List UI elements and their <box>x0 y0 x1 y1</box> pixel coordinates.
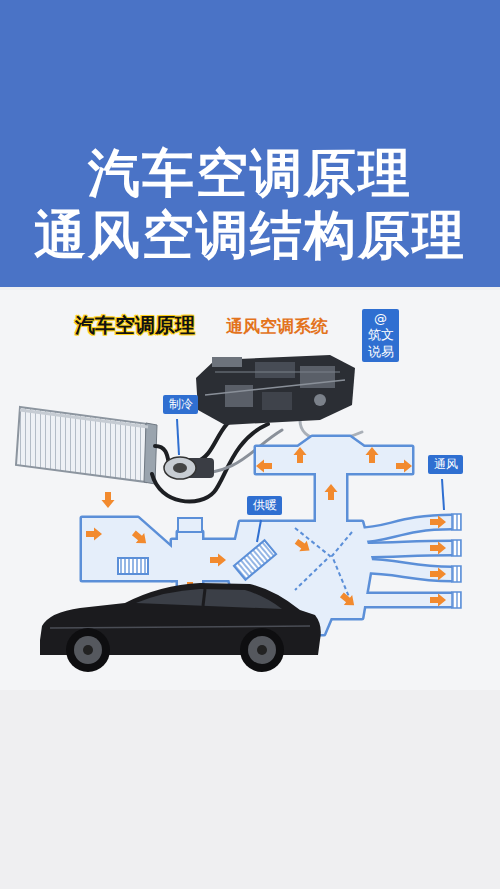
car <box>203 589 205 606</box>
condenser <box>16 407 148 482</box>
leader-line <box>177 419 179 455</box>
callout-tag: 制冷 <box>163 395 198 414</box>
air-flow-arrows <box>325 484 338 500</box>
watermark-badge: @筑文 说易 <box>362 309 399 362</box>
car <box>40 583 321 672</box>
node-text: 制冷 <box>169 397 193 412</box>
duct-details <box>118 514 461 608</box>
diagram-subheading: 通风空调系统 <box>226 315 328 338</box>
air-flow-arrows <box>430 594 446 607</box>
duct-details <box>118 558 148 574</box>
hvac-unit <box>215 372 340 373</box>
duct-layout <box>356 522 452 600</box>
hvac-unit <box>314 394 326 406</box>
hvac-unit <box>196 355 355 425</box>
duct-details <box>452 566 461 582</box>
air-flow-arrows <box>366 447 379 463</box>
hvac-unit <box>255 362 295 378</box>
hvac-unit <box>262 392 292 410</box>
hvac-unit <box>225 385 253 407</box>
air-flow-arrows <box>338 590 359 610</box>
condenser <box>20 410 148 427</box>
air-flow-arrows <box>430 542 446 555</box>
duct-details <box>295 528 330 590</box>
leader-line <box>177 419 444 542</box>
page-title: 汽车空调原理 通风空调结构原理 <box>10 142 490 266</box>
car <box>248 636 276 664</box>
compressor <box>164 457 214 479</box>
node-text: @筑文 说易 <box>368 311 394 360</box>
callout-tag: 通风 <box>428 455 463 474</box>
air-flow-arrows <box>86 447 446 610</box>
car <box>257 645 267 655</box>
condenser <box>16 407 157 484</box>
duct-details <box>332 532 352 604</box>
air-flow-arrows <box>102 492 115 508</box>
compressor <box>164 457 196 479</box>
compressor <box>173 463 187 473</box>
duct-details <box>452 514 461 530</box>
duct-details <box>452 592 461 608</box>
air-flow-arrows <box>430 568 446 581</box>
air-flow-arrows <box>430 516 446 529</box>
air-flow-arrows <box>256 460 272 473</box>
car <box>50 626 310 628</box>
duct-details <box>234 540 276 580</box>
car <box>74 636 102 664</box>
car <box>240 628 284 672</box>
car <box>66 628 110 672</box>
duct-layout <box>356 522 452 600</box>
node-text: 供暖 <box>253 498 277 513</box>
node-text: 通风 <box>434 457 458 472</box>
picture-ground <box>0 290 500 690</box>
duct-details <box>234 540 276 580</box>
car <box>136 589 282 609</box>
duct-details <box>452 540 461 556</box>
air-flow-arrows <box>86 528 102 541</box>
air-flow-arrows <box>396 460 412 473</box>
hvac-unit <box>212 357 242 367</box>
hvac-unit <box>196 355 355 425</box>
duct-details <box>178 518 202 532</box>
refrigerant-pipes <box>152 424 268 502</box>
title-band <box>0 0 500 287</box>
hvac-unit <box>205 380 345 395</box>
leader-line <box>442 479 444 510</box>
callout-tag: 供暖 <box>247 496 282 515</box>
diagram-heading: 汽车空调原理 <box>75 312 195 339</box>
air-flow-arrows <box>130 528 151 548</box>
leader-line <box>257 520 261 542</box>
air-flow-arrows <box>294 447 307 463</box>
air-flow-arrows <box>210 554 226 567</box>
car <box>83 645 93 655</box>
air-flow-arrows <box>293 536 314 556</box>
